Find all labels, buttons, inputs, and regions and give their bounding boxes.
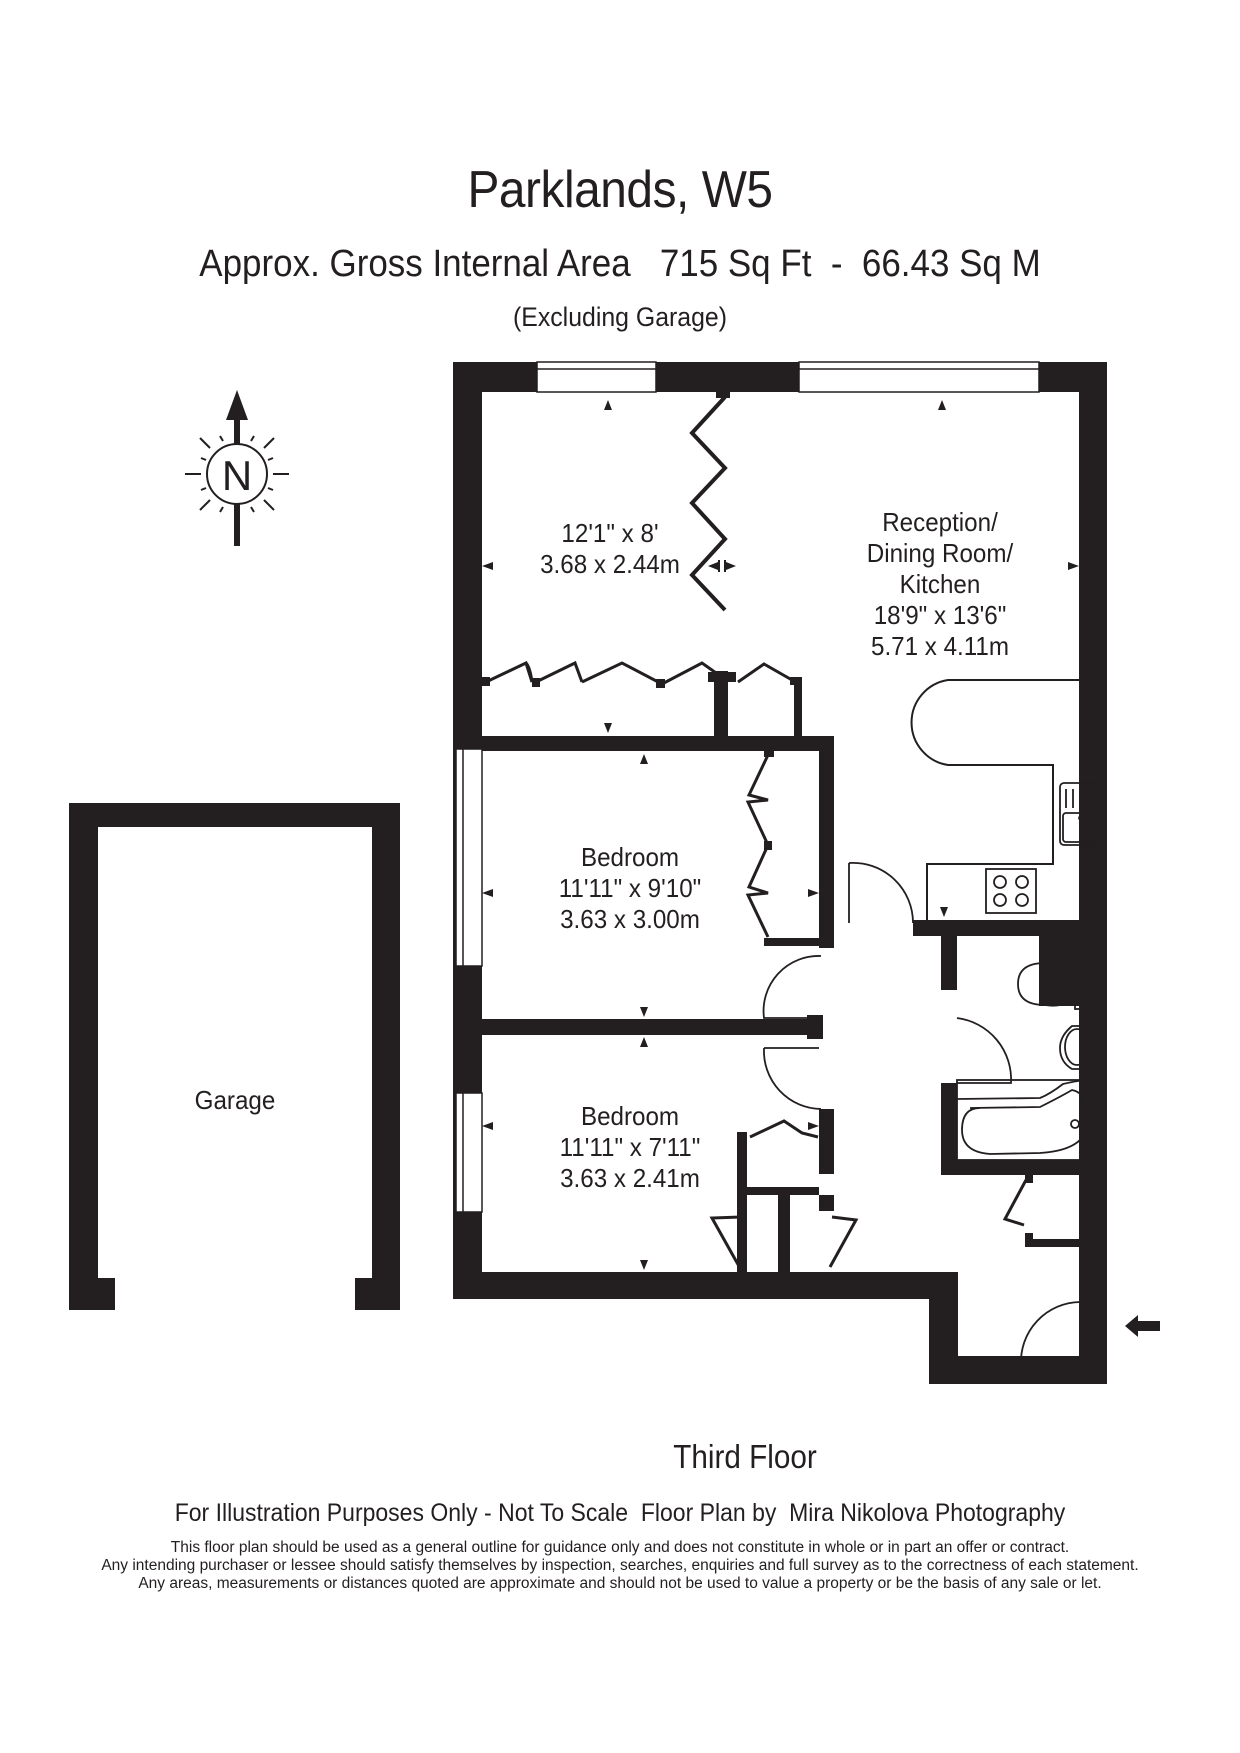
wardrobe-doors-bedroom2 [709, 1119, 1028, 1269]
room-label-bedroom-1: Bedroom 11'11" x 9'10" 3.63 x 3.00m [537, 842, 723, 935]
room-name-line: Kitchen [899, 569, 981, 599]
garage-walls [69, 803, 400, 1310]
room-dimensions-imperial: 11'11" x 9'10" [558, 873, 702, 903]
room-name: Bedroom [580, 842, 680, 872]
disclaimer: This floor plan should be used as a gene… [0, 1539, 1240, 1593]
room-label-reception: Reception/ Dining Room/ Kitchen 18'9" x … [819, 507, 1061, 662]
disclaimer-line: Any intending purchaser or lessee should… [101, 1557, 1139, 1574]
north-arrow-compass-icon [185, 390, 289, 546]
kitchen-counter [910, 679, 1079, 920]
room-dimensions-metric: 3.63 x 2.41m [560, 1163, 700, 1193]
disclaimer-line: Any areas, measurements or distances quo… [138, 1575, 1102, 1592]
room-label-top-left: 12'1" x 8' 3.68 x 2.44m [517, 518, 703, 580]
room-dimensions-imperial: 18'9" x 13'6" [873, 600, 1007, 630]
hob-icon [985, 868, 1037, 914]
room-dimensions-metric: 5.71 x 4.11m [870, 631, 1009, 661]
room-name-line: Dining Room/ [866, 538, 1014, 568]
room-label-garage: Garage [142, 1085, 328, 1116]
toilet-icon [1017, 959, 1090, 1010]
disclaimer-line: This floor plan should be used as a gene… [170, 1539, 1070, 1556]
room-dimensions-imperial: 12'1" x 8' [561, 518, 659, 548]
windows [455, 361, 1040, 1213]
bath-icon [956, 1079, 1090, 1161]
basin-icon [1059, 1025, 1090, 1070]
plan-title: Parklands, W5 [467, 161, 773, 219]
room-name: Garage [194, 1085, 276, 1115]
door-swings [762, 862, 1081, 1366]
room-label-bedroom-2: Bedroom 11'11" x 7'11" 3.63 x 2.41m [537, 1101, 723, 1194]
wardrobe-hinges [482, 672, 802, 688]
wardrobe-doors-top [485, 660, 793, 686]
gross-area-line: Approx. Gross Internal Area 715 Sq Ft - … [199, 243, 1041, 285]
room-name-line: Reception/ [882, 507, 998, 537]
entrance-arrow-icon [1125, 1315, 1160, 1337]
room-dimensions-imperial: 11'11" x 7'11" [559, 1132, 701, 1162]
sink-icon [1059, 782, 1104, 846]
compass-north-label: N [222, 452, 252, 499]
footer-credit: For Illustration Purposes Only - Not To … [174, 1499, 1066, 1527]
dimension-markers [482, 400, 1079, 1270]
floor-name: Third Floor [673, 1438, 817, 1475]
room-dimensions-metric: 3.63 x 3.00m [560, 904, 700, 934]
room-name: Bedroom [580, 1101, 680, 1131]
folding-partition [689, 395, 728, 612]
excluding-garage-note: (Excluding Garage) [512, 302, 728, 332]
room-dimensions-metric: 3.68 x 2.44m [540, 549, 680, 579]
